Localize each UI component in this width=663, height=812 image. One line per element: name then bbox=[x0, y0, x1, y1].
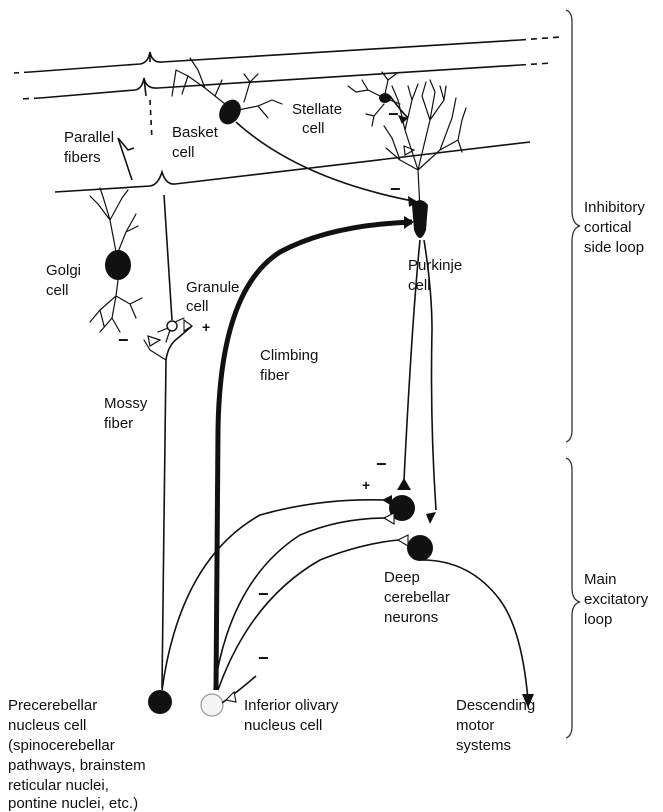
granule-cell bbox=[158, 195, 192, 342]
excitatory-loop-brace bbox=[566, 458, 580, 738]
mossy-fiber-path bbox=[162, 326, 192, 688]
parallel-fiber-middle bbox=[40, 65, 520, 98]
label-parallel-fibers: Parallel fibers bbox=[64, 129, 118, 166]
label-inhibitory-cortical-side-loop: Inhibitory cortical side loop bbox=[584, 199, 649, 256]
precerebellar-cell-body bbox=[148, 690, 172, 714]
purkinje-cell bbox=[384, 80, 466, 524]
deep-lower-synapse bbox=[398, 535, 408, 546]
diagram-labels: Parallel fibers Basket cell Stellate cel… bbox=[8, 101, 652, 812]
climbing-fiber-terminal bbox=[404, 216, 414, 229]
deep-neuron-lower bbox=[407, 535, 433, 561]
golgi-basal-dendrites bbox=[90, 280, 142, 332]
label-basket-cell: Basket cell bbox=[172, 124, 222, 161]
collateral-fibers bbox=[162, 500, 398, 690]
label-precerebellar-nucleus-cell: Precerebellar nucleus cell (spinocerebel… bbox=[8, 697, 150, 812]
sign-feedback-minus: − bbox=[258, 584, 269, 604]
granule-cell-axon bbox=[164, 195, 172, 320]
inhibitory-loop-brace bbox=[566, 10, 580, 442]
label-stellate-cell: Stellate cell bbox=[292, 101, 346, 137]
label-inferior-olivary-nucleus-cell: Inferior olivary nucleus cell bbox=[244, 697, 342, 734]
deep-neuron-output bbox=[422, 560, 528, 700]
olivary-cell-body bbox=[201, 694, 223, 716]
golgi-cell bbox=[90, 188, 160, 346]
parallel-fiber-top-dash-left bbox=[14, 72, 30, 73]
purkinje-axon bbox=[404, 240, 420, 480]
label-mossy-fiber: Mossy fiber bbox=[104, 395, 152, 432]
parallel-fiber-top-dash bbox=[520, 37, 560, 40]
label-golgi-cell: Golgi cell bbox=[46, 262, 85, 299]
purkinje-cell-body bbox=[412, 200, 428, 238]
sign-olive-minus: − bbox=[258, 648, 269, 668]
stellate-cell bbox=[348, 72, 414, 155]
side-braces bbox=[566, 10, 580, 738]
sign-purkinje-minus: − bbox=[376, 454, 387, 474]
synapse-signs: − − + − − + − − bbox=[118, 104, 401, 668]
granule-axon-1 bbox=[144, 78, 146, 96]
bottom-cells bbox=[148, 676, 256, 716]
golgi-granule-synapse bbox=[148, 336, 160, 346]
basket-cell-dendrites bbox=[172, 58, 225, 104]
golgi-apical-dendrites bbox=[90, 188, 138, 252]
parallel-fibers-pointer bbox=[118, 138, 134, 180]
label-climbing-fiber: Climbing fiber bbox=[260, 347, 323, 384]
granule-cell-body bbox=[167, 321, 177, 331]
label-descending-motor-systems: Descending motor systems bbox=[456, 697, 539, 754]
sign-granule-plus: + bbox=[202, 319, 210, 335]
purkinje-terminal bbox=[397, 478, 411, 490]
parallel-fiber-top bbox=[30, 40, 520, 72]
parallel-fiber-middle-dash bbox=[520, 63, 552, 65]
climbing-collateral-2 bbox=[218, 540, 398, 690]
sign-stellate-minus: − bbox=[388, 104, 399, 124]
climbing-collateral-1 bbox=[214, 518, 386, 690]
label-main-excitatory-loop: Main excitatory loop bbox=[584, 571, 652, 628]
label-deep-cerebellar-neurons: Deep cerebellar neurons bbox=[384, 569, 454, 626]
sign-golgi-minus: − bbox=[118, 330, 129, 350]
sign-basket-minus: − bbox=[390, 179, 401, 199]
parallel-fiber-lines bbox=[14, 37, 560, 192]
granule-axon-dash-1 bbox=[150, 100, 152, 140]
parallel-fiber-middle-dash-left bbox=[20, 98, 40, 99]
mossy-fiber bbox=[144, 326, 192, 688]
sign-deep-plus: + bbox=[362, 477, 370, 493]
golgi-cell-body bbox=[105, 250, 131, 280]
parallel-fiber-bottom bbox=[55, 142, 530, 192]
purkinje-collateral-terminal bbox=[426, 512, 436, 524]
mossy-collateral-to-deep bbox=[162, 500, 384, 690]
olive-inhibitory-synapse bbox=[226, 692, 236, 702]
